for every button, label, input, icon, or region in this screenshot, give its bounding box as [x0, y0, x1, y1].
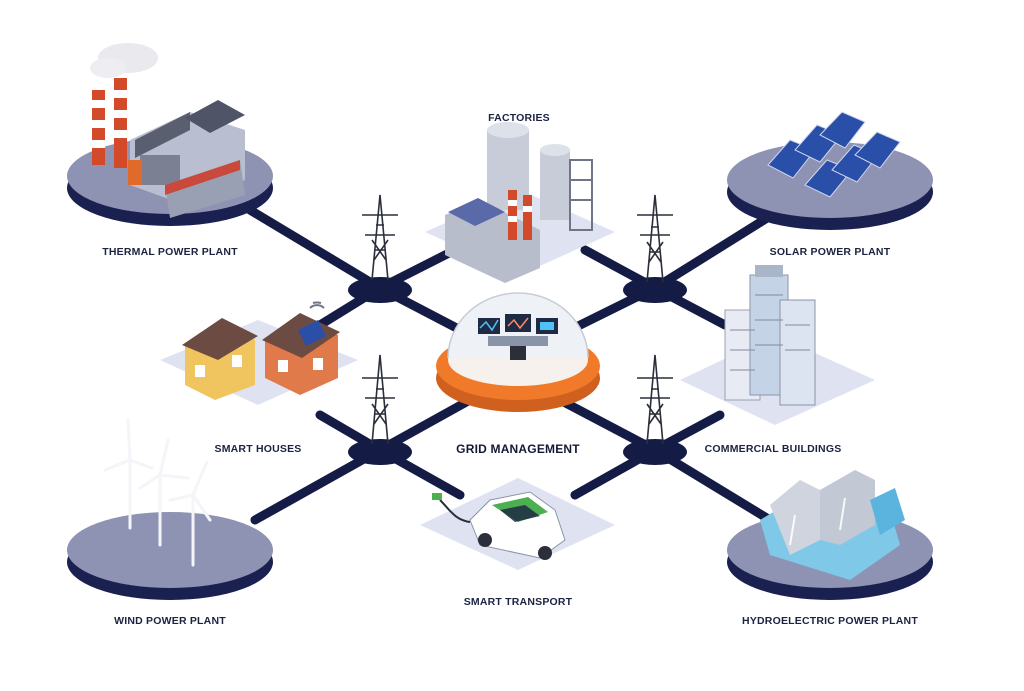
smart-houses — [160, 301, 358, 405]
line-solar-hub — [650, 205, 785, 293]
junction-hubs — [348, 277, 687, 465]
hub-nw — [348, 277, 412, 303]
label-thermal: THERMAL POWER PLANT — [102, 246, 238, 258]
label-hydro: HYDROELECTRIC POWER PLANT — [742, 615, 918, 627]
smart-transport — [420, 478, 615, 570]
hub-se — [623, 439, 687, 465]
label-solar: SOLAR POWER PLANT — [769, 246, 891, 258]
hub-sw — [348, 439, 412, 465]
solar-power-plant — [727, 111, 933, 230]
label-factories: FACTORIES — [488, 112, 550, 124]
hydroelectric-power-plant — [727, 470, 933, 600]
tower-icon — [637, 194, 673, 283]
label-houses: SMART HOUSES — [214, 443, 302, 455]
hub-ne — [623, 277, 687, 303]
wifi-icon — [309, 301, 325, 309]
label-commercial: COMMERCIAL BUILDINGS — [704, 443, 842, 455]
label-wind: WIND POWER PLANT — [114, 615, 226, 627]
factories — [425, 122, 615, 283]
line-thermal-hub — [245, 205, 385, 293]
tower-icon — [362, 354, 398, 445]
tower-icon — [637, 354, 673, 445]
operator-chair-icon — [510, 346, 526, 360]
label-grid-management: GRID MANAGEMENT — [456, 442, 580, 456]
transmission-towers — [362, 194, 673, 445]
charger-plug-icon — [432, 493, 442, 500]
wind-power-plant — [67, 418, 273, 600]
commercial-buildings — [680, 265, 875, 425]
tower-icon — [362, 194, 398, 281]
thermal-power-plant — [67, 43, 273, 226]
label-transport: SMART TRANSPORT — [463, 596, 573, 608]
grid-management-center — [436, 292, 600, 412]
